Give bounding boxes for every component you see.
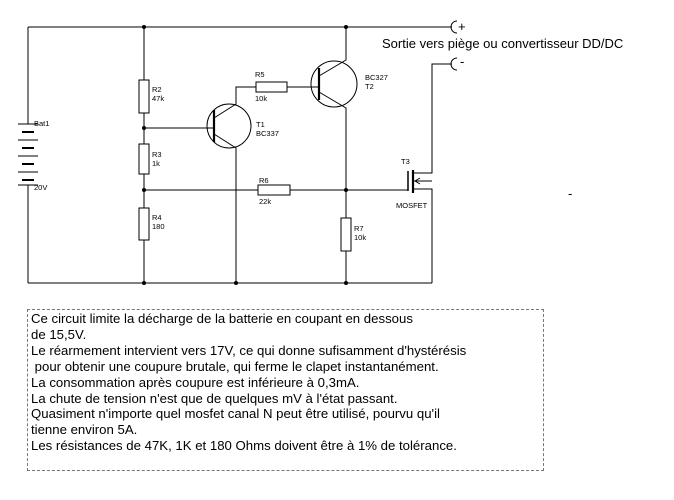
note-line: Quasiment n'importe quel mosfet canal N … xyxy=(31,406,440,422)
r5-value-label: 10k xyxy=(255,94,267,103)
t2-value-label: T2 xyxy=(365,82,374,91)
t1-collector-wire xyxy=(213,86,256,119)
t2-ref-label: BC327 xyxy=(365,73,388,82)
circuit-schematic: Bat1 20V R2 47k R3 1k R4 180 R5 10k R6 2… xyxy=(18,19,623,285)
resistor-r3 xyxy=(138,143,150,175)
resistor-r7 xyxy=(340,217,352,252)
resistor-r4 xyxy=(138,207,150,241)
r3-value-label: 1k xyxy=(152,159,160,168)
junction-dot xyxy=(142,281,146,285)
t1-value-label: BC337 xyxy=(256,129,279,138)
note-line: La chute de tension n'est que de quelque… xyxy=(31,390,398,406)
output-minus-label: - xyxy=(460,54,464,69)
output-description: Sortie vers piège ou convertisseur DD/DC xyxy=(382,36,623,51)
description-box: Ce circuit limite la décharge de la batt… xyxy=(27,309,544,471)
mosfet-source-wire xyxy=(413,188,433,283)
t3-ref-label: T3 xyxy=(401,157,410,166)
note-line: pour obtenir une coupure brutale, qui fe… xyxy=(31,358,439,374)
mosfet-arrow xyxy=(413,177,432,185)
r4-ref-label: R4 xyxy=(152,213,162,222)
note-line: Les résistances de 47K, 1K et 180 Ohms d… xyxy=(31,438,457,454)
r7-value-label: 10k xyxy=(354,233,366,242)
note-line: La consommation après coupure est inféri… xyxy=(31,374,360,390)
t2-collector-wire xyxy=(318,91,347,218)
note-line: Le réarmement intervient vers 17V, ce qu… xyxy=(31,342,467,358)
note-line: tienne environ 5A. xyxy=(31,422,138,438)
battery-bat1 xyxy=(18,123,38,186)
r6-value-label: 22k xyxy=(259,197,271,206)
r7-ref-label: R7 xyxy=(354,224,364,233)
transistor-t1 xyxy=(206,103,252,149)
resistor-r5 xyxy=(255,81,288,93)
t1-emitter-wire xyxy=(213,133,237,283)
output-minus-connector xyxy=(450,57,458,71)
note-line: de 15,5V. xyxy=(31,326,87,342)
t3-value-label: MOSFET xyxy=(396,201,428,210)
junction-dot xyxy=(344,188,348,192)
output-plus-connector xyxy=(450,20,458,34)
t1-ref-label: T1 xyxy=(256,120,265,129)
stray-dash: - xyxy=(568,186,572,201)
r2-ref-label: R2 xyxy=(152,85,162,94)
junction-dot xyxy=(234,281,238,285)
junction-dot xyxy=(344,281,348,285)
r2-value-label: 47k xyxy=(152,94,164,103)
transistor-t2 xyxy=(310,60,358,108)
resistor-r6 xyxy=(257,184,291,196)
junction-dot xyxy=(344,25,348,29)
battery-value-label: 20V xyxy=(34,183,47,192)
battery-ref-label: Bat1 xyxy=(34,119,49,128)
junction-dot xyxy=(142,25,146,29)
resistor-r2 xyxy=(138,79,150,114)
r5-ref-label: R5 xyxy=(255,70,265,79)
junction-dot xyxy=(142,188,146,192)
r3-ref-label: R3 xyxy=(152,150,162,159)
r4-value-label: 180 xyxy=(152,222,165,231)
mosfet-drain-wire xyxy=(413,63,452,174)
junction-dot xyxy=(142,126,146,130)
output-plus-label: + xyxy=(458,19,466,34)
note-line: Ce circuit limite la décharge de la batt… xyxy=(31,311,413,326)
r6-ref-label: R6 xyxy=(259,176,269,185)
t2-emitter-wire xyxy=(318,27,347,77)
